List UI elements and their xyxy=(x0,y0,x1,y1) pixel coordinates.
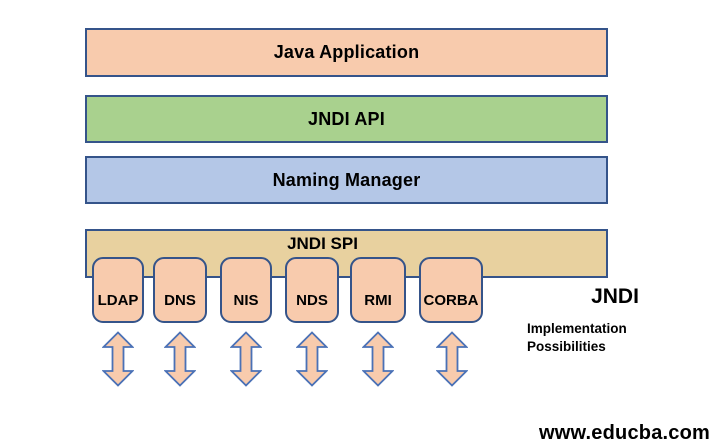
layer-jndi-spi-label: JNDI SPI xyxy=(287,234,358,253)
provider-box-nis: NIS xyxy=(220,257,272,323)
layer-jndi-api-label: JNDI API xyxy=(308,108,385,129)
provider-label-nds: NDS xyxy=(296,292,328,309)
layer-naming-manager: Naming Manager xyxy=(85,156,608,204)
provider-label-corba: CORBA xyxy=(423,292,479,309)
double-arrow-icon xyxy=(230,331,262,387)
provider-box-corba: CORBA xyxy=(419,257,483,323)
layer-jndi-api: JNDI API xyxy=(85,95,608,143)
layer-java-application-label: Java Application xyxy=(273,42,420,62)
double-arrow-icon xyxy=(296,331,328,387)
double-arrow-icon xyxy=(102,331,134,387)
double-arrow-icon xyxy=(362,331,394,387)
layer-java-application: Java Application xyxy=(85,28,608,77)
side-note-line-implementation: Implementation xyxy=(527,321,627,336)
provider-box-rmi: RMI xyxy=(350,257,406,323)
layer-naming-manager-label: Naming Manager xyxy=(272,169,421,190)
provider-box-dns: DNS xyxy=(153,257,207,323)
provider-box-nds: NDS xyxy=(285,257,339,323)
provider-label-dns: DNS xyxy=(164,292,196,309)
watermark-text: www.educba.com xyxy=(539,422,710,444)
provider-label-nis: NIS xyxy=(233,292,259,309)
double-arrow-icon xyxy=(164,331,196,387)
provider-label-rmi: RMI xyxy=(364,292,392,309)
side-note-title: JNDI xyxy=(591,285,639,308)
provider-label-ldap: LDAP xyxy=(97,292,139,309)
side-note-line-possibilities: Possibilities xyxy=(527,339,606,354)
double-arrow-icon xyxy=(436,331,468,387)
provider-box-ldap: LDAP xyxy=(92,257,144,323)
